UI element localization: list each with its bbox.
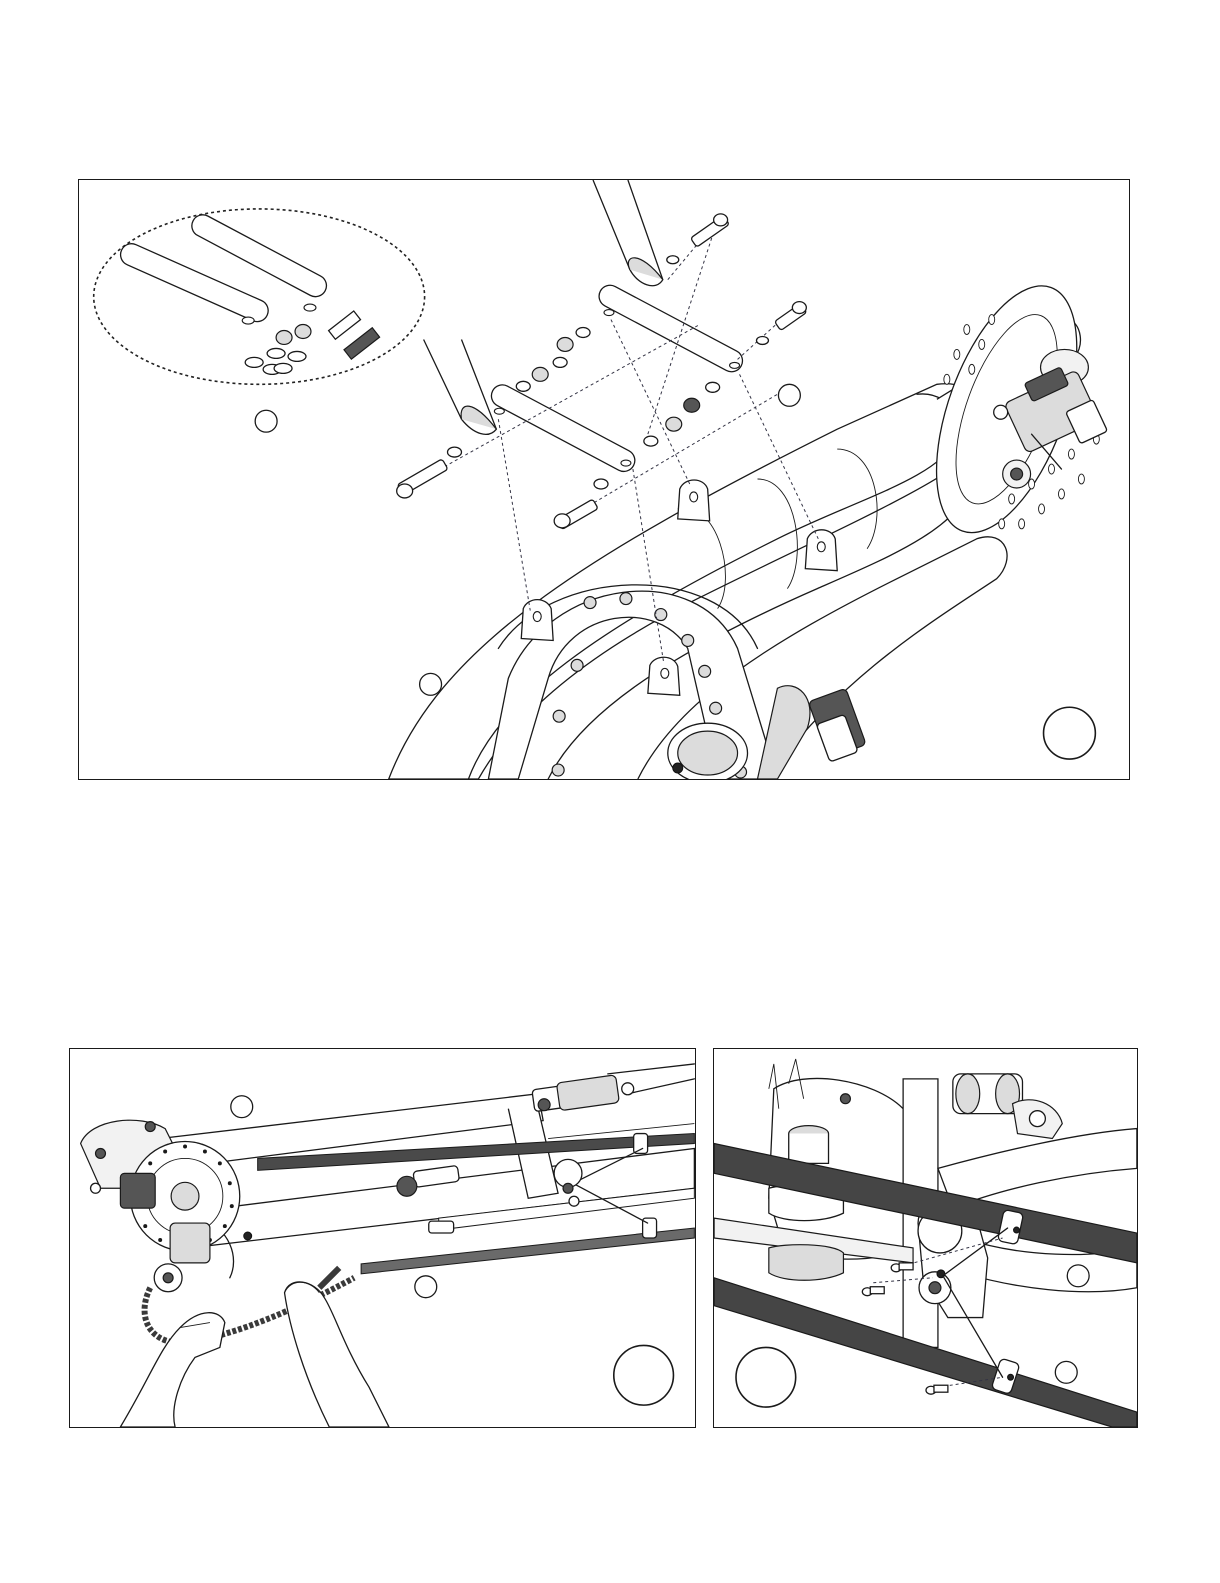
exploded-link-plates-figure: [78, 179, 1130, 780]
chain-routing-figure: [69, 1048, 696, 1428]
callout-circle: [420, 673, 442, 695]
parts-kit-inset: [94, 209, 425, 384]
callout-circle: [1055, 1361, 1077, 1383]
callout-circle: [1067, 1265, 1089, 1287]
cable-clip-detail-figure: [713, 1048, 1138, 1428]
callout-circle: [415, 1276, 437, 1298]
hands-illustration: [120, 1282, 389, 1427]
step-number-circle: [736, 1347, 796, 1407]
step-number-circle: [1044, 707, 1096, 759]
chain-routing-drawing: [70, 1049, 695, 1427]
step-number-circle: [614, 1345, 674, 1405]
link-plates: [488, 281, 747, 475]
shock-absorber-bl: [532, 1075, 634, 1112]
callout-circle: [778, 384, 800, 406]
callout-circle: [255, 410, 277, 432]
cable-clip-detail-drawing: [714, 1049, 1137, 1427]
exploded-link-plates-drawing: [79, 180, 1129, 779]
callout-circle: [231, 1096, 253, 1118]
